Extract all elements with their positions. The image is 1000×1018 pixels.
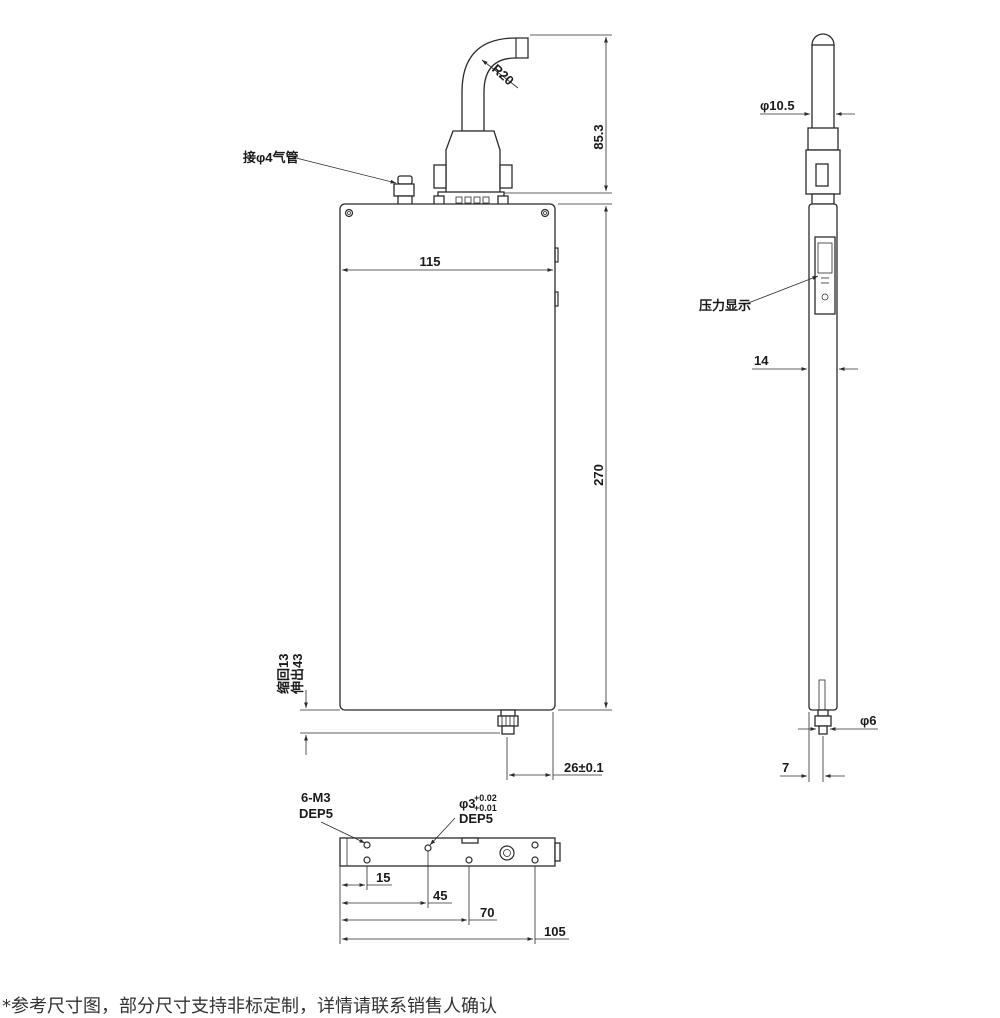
upper-height-dim: 85.3 bbox=[591, 124, 606, 149]
bottom-rod bbox=[497, 709, 519, 735]
body-screws bbox=[344, 208, 550, 218]
hole-tol-upper: +0.02 bbox=[474, 793, 497, 803]
thread-depth-label: DEP5 bbox=[299, 806, 333, 821]
side-pipe bbox=[811, 44, 835, 131]
bottom-plate bbox=[339, 837, 556, 867]
hole-depth-label: DEP5 bbox=[459, 811, 493, 826]
hole-tol-lower: +0.01 bbox=[474, 803, 497, 813]
offset-dim: 26±0.1 bbox=[564, 760, 604, 775]
dim-15: 15 bbox=[376, 870, 390, 885]
hole-dia-label: φ3 bbox=[459, 796, 476, 811]
connector-pins bbox=[455, 196, 490, 204]
stroke-extend-label: 伸出43 bbox=[290, 654, 305, 695]
thickness-dim: 14 bbox=[754, 353, 769, 368]
air-fitting bbox=[393, 175, 415, 207]
dim-105: 105 bbox=[544, 924, 566, 939]
width-dim: 115 bbox=[420, 254, 441, 269]
dim-45: 45 bbox=[433, 888, 447, 903]
pressure-display bbox=[814, 236, 836, 315]
rod-offset-dim: 7 bbox=[782, 760, 789, 775]
main-body bbox=[339, 203, 556, 711]
pipe-dia-dim: φ10.5 bbox=[760, 98, 795, 113]
bent-pipe bbox=[461, 37, 529, 132]
connector-boot bbox=[445, 130, 501, 196]
rod-port bbox=[499, 845, 515, 861]
body-height-dim: 270 bbox=[591, 464, 606, 486]
footnote: *参考尺寸图，部分尺寸支持非标定制，详情请联系销售人确认 bbox=[2, 996, 497, 1017]
side-view: φ10.5 压力显示 14 φ6 bbox=[699, 33, 878, 782]
thread-label: 6-M3 bbox=[301, 790, 331, 805]
connector-right-screw bbox=[499, 164, 513, 189]
connector-left-screw bbox=[433, 164, 447, 189]
side-rod bbox=[814, 679, 832, 735]
pressure-display-label: 压力显示 bbox=[699, 298, 751, 313]
dim-70: 70 bbox=[480, 905, 494, 920]
stroke-retract-label: 缩回13 bbox=[276, 654, 291, 694]
rod-dia-dim: φ6 bbox=[860, 713, 877, 728]
bottom-view: 6-M3 DEP5 φ3 +0.02 +0.01 DEP5 15 45 70 1… bbox=[299, 790, 569, 944]
air-pipe-label: 接φ4气管 bbox=[243, 150, 299, 165]
front-view: R20 接φ4气管 115 bbox=[243, 34, 612, 780]
